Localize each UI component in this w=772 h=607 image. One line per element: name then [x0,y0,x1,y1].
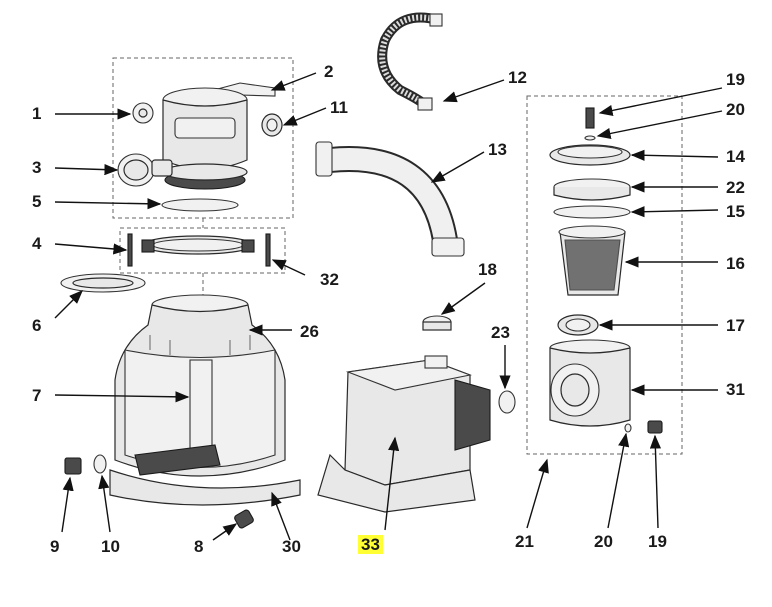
clamp-bolt-left [127,233,133,267]
callout-26: 26 [300,322,319,341]
callout-30: 30 [282,537,301,556]
callout-32: 32 [320,270,339,289]
callout-1: 1 [32,104,42,123]
flexible-hose [377,12,443,111]
callout-9: 9 [50,537,60,556]
callout-20-top: 20 [726,100,745,119]
drain-screw-bottom [647,420,663,434]
strainer-lid [553,178,631,201]
callout-20-bottom: 20 [594,532,613,551]
callout-3: 3 [32,158,42,177]
lid-o-ring [553,205,631,219]
filter-tank [114,294,286,477]
callout-22: 22 [726,178,745,197]
callout-8: 8 [194,537,204,556]
drain-cap [422,315,452,331]
tank-clamp [141,235,255,255]
callout-18: 18 [478,260,497,279]
callout-21: 21 [515,532,534,551]
callout-10: 10 [101,537,120,556]
callout-31: 31 [726,380,745,399]
drain-plug [234,509,254,529]
callout-23: 23 [491,323,510,342]
lid-screw-top [585,107,595,129]
strainer-nut [557,314,599,336]
strainer-basket [558,225,626,296]
filter-base [109,469,301,506]
callout-14: 14 [726,147,745,166]
pump-strainer-group-box [526,95,683,455]
callout-11: 11 [330,98,348,117]
drain-nut [64,457,82,475]
multiport-valve [162,87,248,190]
pressure-gauge [117,153,173,187]
tank-gasket [60,273,146,293]
callout-33: 33 [358,535,383,555]
callout-5: 5 [32,192,42,211]
drain-washer [93,454,107,474]
callout-16: 16 [726,254,745,273]
valve-o-ring [161,198,239,212]
callout-2: 2 [324,62,334,81]
leader-lines [54,72,723,541]
pump-o-ring [498,390,516,414]
callout-13: 13 [488,140,507,159]
lid-washer-top [584,135,596,141]
callout-19-top: 19 [726,70,745,89]
callout-15: 15 [726,202,745,221]
callout-4: 4 [32,234,42,253]
callout-19-bottom: 19 [648,532,667,551]
valve-plug [132,102,154,124]
pump-strainer-housing [549,339,631,427]
clamp-bolt-right [265,233,271,267]
pump-motor-housing [317,355,491,513]
strainer-lid-ring [549,144,631,166]
callout-7: 7 [32,386,42,405]
callout-6: 6 [32,316,42,335]
drain-washer-bottom [624,423,632,433]
callout-12: 12 [508,68,527,87]
callout-17: 17 [726,316,745,335]
curved-pipe [315,141,465,257]
callout-33-highlight: 33 [358,535,383,554]
valve-union-fitting [261,113,283,137]
